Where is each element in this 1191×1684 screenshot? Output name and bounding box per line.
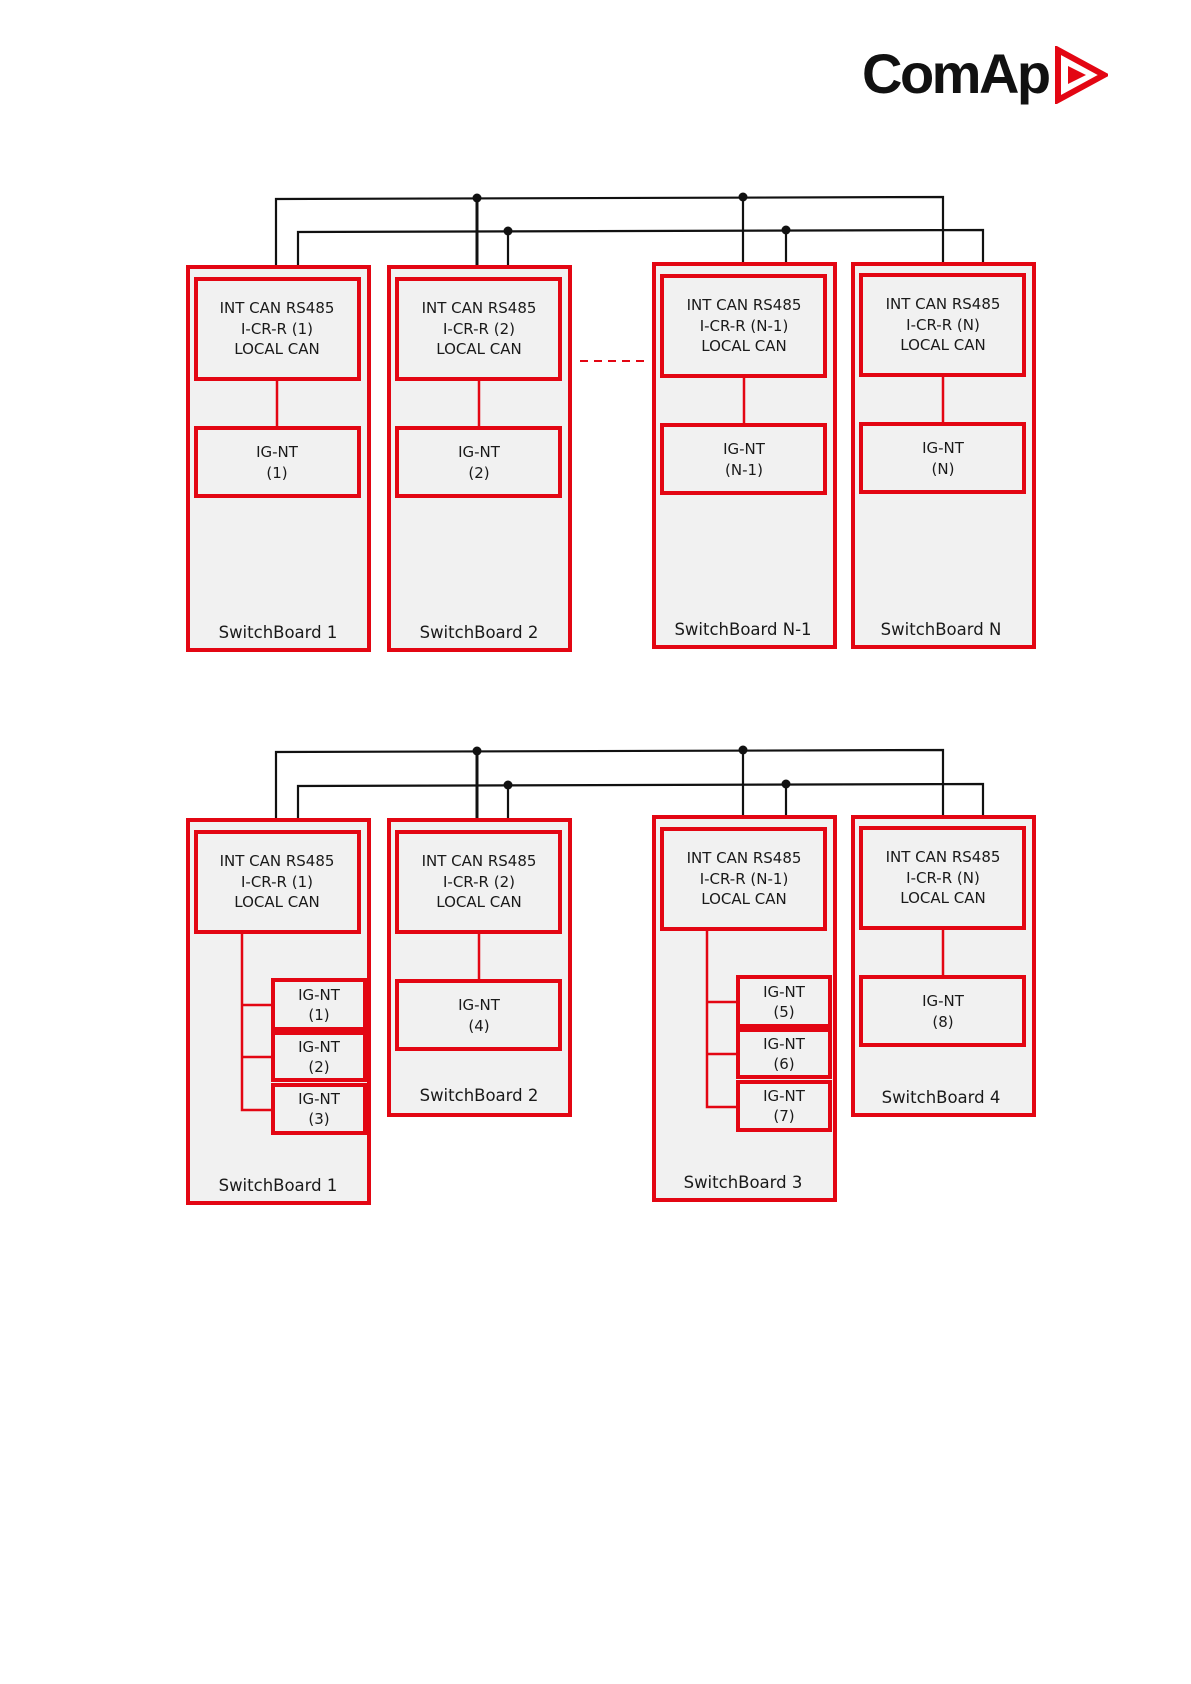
comm-line-3: LOCAL CAN <box>701 337 786 355</box>
comm-line-3: LOCAL CAN <box>436 340 521 358</box>
switchboard-label: SwitchBoard N-1 <box>674 620 811 639</box>
comm-module <box>660 827 827 931</box>
switchboard-1: INT CAN RS485 I-CR-R (1) LOCAL CAN IG-NT… <box>186 818 371 1205</box>
controller-line-1: IG-NT <box>458 996 501 1014</box>
switchboard-n: INT CAN RS485 I-CR-R (N) LOCAL CAN IG-NT… <box>851 262 1036 649</box>
controller-line-2: (5) <box>773 1003 794 1021</box>
diagram-1: INT CAN RS485 I-CR-R (1) LOCAL CAN IG-NT… <box>186 192 1036 652</box>
controller-line-2: (2) <box>468 464 489 482</box>
controller-line-1: IG-NT <box>763 1087 806 1105</box>
controller-line-1: IG-NT <box>763 983 806 1001</box>
comm-line-3: LOCAL CAN <box>234 340 319 358</box>
controller-line-2: (7) <box>773 1107 794 1125</box>
comm-line-1: INT CAN RS485 <box>422 299 537 317</box>
controller-module <box>194 426 361 498</box>
controller-line-2: (2) <box>308 1058 329 1076</box>
controller-line-2: (8) <box>932 1013 953 1031</box>
controller-line-1: IG-NT <box>723 440 766 458</box>
controller-line-1: IG-NT <box>922 992 965 1010</box>
comm-line-3: LOCAL CAN <box>234 893 319 911</box>
controller-module <box>736 975 832 1028</box>
comm-module <box>660 274 827 378</box>
controller-line-1: IG-NT <box>298 1038 341 1056</box>
switchboard-label: SwitchBoard 3 <box>684 1173 803 1192</box>
controller-module <box>660 423 827 495</box>
controller-line-1: IG-NT <box>298 1090 341 1108</box>
comm-module <box>859 826 1026 930</box>
can-bus-lines <box>274 192 985 267</box>
comm-module <box>194 830 361 934</box>
comm-line-1: INT CAN RS485 <box>687 296 802 314</box>
comm-module <box>859 273 1026 377</box>
controller-line-2: (N) <box>932 460 955 478</box>
comm-line-3: LOCAL CAN <box>701 890 786 908</box>
comap-logo: ComAp <box>862 40 1112 110</box>
comm-module <box>194 277 361 381</box>
controller-module <box>271 978 367 1031</box>
comm-line-2: I-CR-R (2) <box>443 873 515 891</box>
play-arrow-icon <box>1055 46 1108 104</box>
comm-line-1: INT CAN RS485 <box>220 299 335 317</box>
controller-line-2: (N-1) <box>725 461 763 479</box>
controller-module <box>859 975 1026 1047</box>
switchboard-label: SwitchBoard 1 <box>219 1176 338 1195</box>
controller-line-1: IG-NT <box>922 439 965 457</box>
comm-line-2: I-CR-R (1) <box>241 320 313 338</box>
switchboard-1: INT CAN RS485 I-CR-R (1) LOCAL CAN IG-NT… <box>186 265 371 652</box>
controller-line-1: IG-NT <box>763 1035 806 1053</box>
controller-line-1: IG-NT <box>256 443 299 461</box>
controller-module <box>395 426 562 498</box>
can-bus-lines <box>274 745 985 820</box>
controller-module <box>395 979 562 1051</box>
controller-line-2: (3) <box>308 1110 329 1128</box>
comm-line-1: INT CAN RS485 <box>220 852 335 870</box>
switchboard-label: SwitchBoard N <box>881 620 1002 639</box>
comm-line-3: LOCAL CAN <box>900 889 985 907</box>
comm-line-1: INT CAN RS485 <box>886 848 1001 866</box>
comm-line-2: I-CR-R (N) <box>906 316 980 334</box>
switchboard-3: INT CAN RS485 I-CR-R (N-1) LOCAL CAN IG-… <box>652 815 837 1202</box>
comm-line-1: INT CAN RS485 <box>886 295 1001 313</box>
controller-module <box>736 1028 832 1079</box>
switchboard-n-minus-1: INT CAN RS485 I-CR-R (N-1) LOCAL CAN IG-… <box>652 262 837 649</box>
comm-line-2: I-CR-R (2) <box>443 320 515 338</box>
switchboard-4: INT CAN RS485 I-CR-R (N) LOCAL CAN IG-NT… <box>851 815 1036 1117</box>
controller-module <box>736 1080 832 1132</box>
controller-module <box>271 1031 367 1082</box>
comm-line-2: I-CR-R (N-1) <box>700 317 789 335</box>
switchboard-label: SwitchBoard 4 <box>882 1088 1001 1107</box>
switchboard-2: INT CAN RS485 I-CR-R (2) LOCAL CAN IG-NT… <box>387 265 572 652</box>
controller-module <box>859 422 1026 494</box>
controller-module <box>271 1083 367 1135</box>
controller-line-1: IG-NT <box>298 986 341 1004</box>
switchboard-label: SwitchBoard 2 <box>420 623 539 642</box>
controller-line-2: (1) <box>266 464 287 482</box>
comm-line-1: INT CAN RS485 <box>422 852 537 870</box>
diagram-2: INT CAN RS485 I-CR-R (1) LOCAL CAN IG-NT… <box>186 745 1036 1205</box>
comm-module <box>395 830 562 934</box>
switchboard-label: SwitchBoard 2 <box>420 1086 539 1105</box>
logo-wordmark: ComAp <box>862 42 1051 105</box>
comm-line-2: I-CR-R (N-1) <box>700 870 789 888</box>
controller-line-2: (6) <box>773 1055 794 1073</box>
comm-module <box>395 277 562 381</box>
comm-line-3: LOCAL CAN <box>436 893 521 911</box>
comm-line-3: LOCAL CAN <box>900 336 985 354</box>
comm-line-2: I-CR-R (N) <box>906 869 980 887</box>
controller-line-1: IG-NT <box>458 443 501 461</box>
controller-line-2: (4) <box>468 1017 489 1035</box>
comm-line-1: INT CAN RS485 <box>687 849 802 867</box>
controller-line-2: (1) <box>308 1006 329 1024</box>
comm-line-2: I-CR-R (1) <box>241 873 313 891</box>
switchboard-2: INT CAN RS485 I-CR-R (2) LOCAL CAN IG-NT… <box>387 818 572 1117</box>
switchboard-label: SwitchBoard 1 <box>219 623 338 642</box>
